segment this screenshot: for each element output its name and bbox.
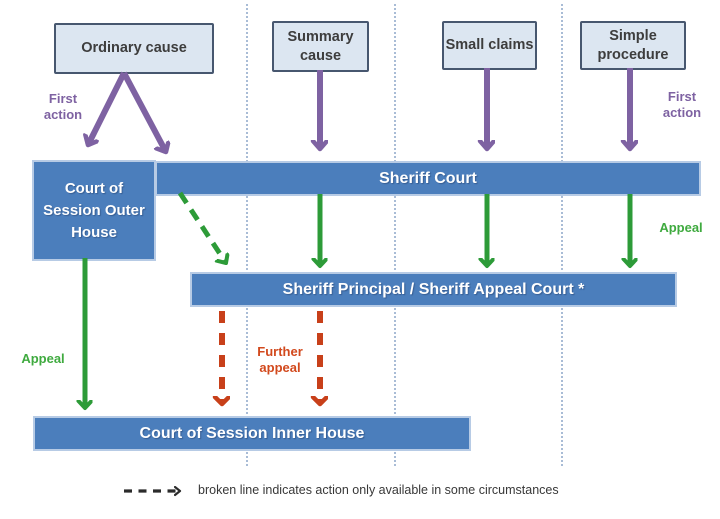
- column-divider: [561, 4, 563, 466]
- bar-court-of-session-inner-house: Court of Session Inner House: [33, 416, 471, 451]
- box-small-claims: Small claims: [442, 21, 537, 70]
- column-divider: [246, 4, 248, 466]
- box-summary-cause: Summary cause: [272, 21, 369, 72]
- box-simple-procedure: Simple procedure: [580, 21, 686, 70]
- label-further-appeal: Further appeal: [257, 344, 303, 375]
- label-first-action-right: First action: [662, 89, 702, 120]
- column-divider: [394, 4, 396, 466]
- bar-sheriff-principal-appeal-court: Sheriff Principal / Sheriff Appeal Court…: [190, 272, 677, 307]
- label-appeal-left: Appeal: [21, 351, 65, 366]
- bar-sheriff-court: Sheriff Court: [155, 161, 701, 196]
- label-appeal-right: Appeal: [659, 220, 703, 235]
- label-first-action-left: First action: [43, 91, 83, 122]
- box-court-of-session-outer-house: Court of Session Outer House: [32, 160, 156, 261]
- arrow-sheriff-court-to-appeal-court-broken: [177, 191, 226, 263]
- arrow-ordinary-to-outer-house: [88, 71, 127, 145]
- legend-broken-line-text: broken line indicates action only availa…: [198, 483, 559, 497]
- box-ordinary-cause: Ordinary cause: [54, 23, 214, 74]
- arrow-ordinary-to-sheriff-court: [121, 71, 166, 152]
